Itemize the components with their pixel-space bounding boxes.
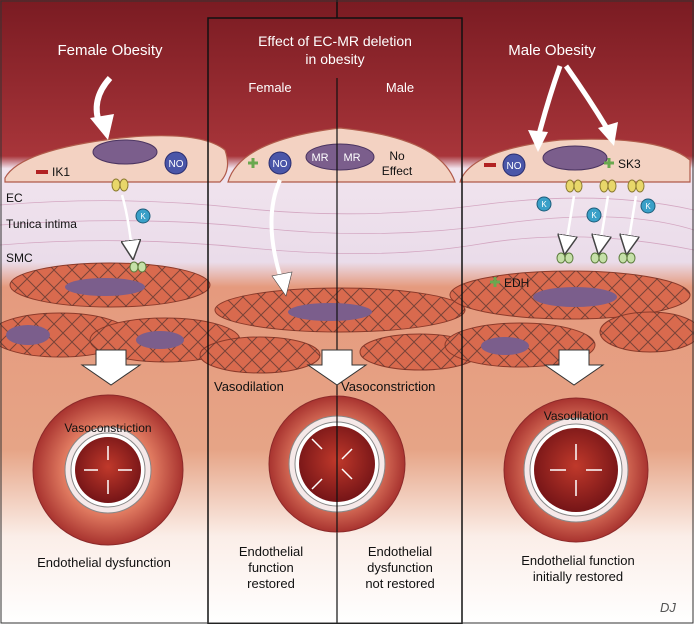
left-smc-label: SMC <box>6 251 33 265</box>
left-intima-label: Tunica intima <box>6 217 77 231</box>
middle-no-circle <box>268 151 292 175</box>
middle-male-outcome-line1: Endothelial <box>368 544 432 559</box>
left-minus-icon <box>36 170 48 174</box>
right-edh-plus-icon <box>490 277 500 287</box>
left-obesity-arrow-head <box>90 114 114 140</box>
right-k-arrows <box>566 195 636 245</box>
right-obesity-arrow-a-head <box>528 130 548 152</box>
right-k-icon-c <box>640 198 656 214</box>
middle-no-arrow <box>269 179 284 283</box>
left-no-label: NO <box>169 159 184 170</box>
right-k-icon-a <box>536 196 552 212</box>
middle-no-label: NO <box>273 159 288 170</box>
left-vessel-label: Vasoconstriction <box>64 421 151 435</box>
middle-female-outcome-line2: function <box>248 560 294 575</box>
middle-male-outcome-line2: dysfunction <box>367 560 433 575</box>
middle-vessel-arrows <box>311 438 353 490</box>
ec-nucleus-left <box>92 139 158 165</box>
right-down-arrow <box>543 349 605 386</box>
middle-male-outcome-line3: not restored <box>365 576 434 591</box>
right-smc-channels <box>556 252 636 264</box>
right-vessel-label: Vasodilation <box>544 409 609 423</box>
middle-vasoconstriction-label: Vasoconstriction <box>341 379 435 394</box>
right-k-label-a: K <box>541 200 547 209</box>
middle-heading-line2: in obesity <box>305 51 364 67</box>
right-sk3-label: SK3 <box>618 157 641 171</box>
right-edh-label: EDH <box>504 276 529 290</box>
ec-nucleus-right <box>542 145 608 171</box>
middle-mr-left: MR <box>311 152 328 164</box>
right-vessel <box>503 397 649 543</box>
right-outcome-line1: Endothelial function <box>521 553 634 568</box>
right-obesity-arrow-a <box>535 65 563 139</box>
left-smc-channel-a <box>129 261 139 273</box>
middle-no-arrow-head <box>271 271 293 297</box>
middle-no-effect-line1: No <box>389 149 405 163</box>
middle-female-outcome-line3: restored <box>247 576 295 591</box>
artist-signature: DJ <box>660 600 676 615</box>
right-minus-icon <box>484 163 496 167</box>
left-heading: Female Obesity <box>57 42 163 59</box>
right-k-icon-b <box>586 207 602 223</box>
middle-no-effect-line2: Effect <box>382 164 413 178</box>
middle-plus-icon <box>248 158 258 168</box>
middle-female-outcome-line1: Endothelial <box>239 544 303 559</box>
right-obesity-arrow-b-head <box>598 122 618 146</box>
middle-female-label: Female <box>248 80 291 95</box>
left-k-icon <box>135 208 151 224</box>
middle-male-label: Male <box>386 80 414 95</box>
right-ec-channels <box>565 179 645 193</box>
smc-layer-right <box>444 270 694 368</box>
ec-nucleus-middle <box>305 143 375 171</box>
left-outcome: Endothelial dysfunction <box>37 555 171 570</box>
left-k-arrow <box>120 194 132 250</box>
right-obesity-arrow-b <box>563 64 611 132</box>
middle-down-arrow <box>306 349 368 386</box>
left-ik1-label: IK1 <box>52 165 70 179</box>
left-smc-channel-b <box>137 261 147 273</box>
left-k-label: K <box>140 212 146 221</box>
middle-heading-line1: Effect of EC-MR deletion <box>258 33 412 49</box>
left-down-arrow <box>80 349 142 386</box>
left-vessel-arrows <box>84 446 132 494</box>
right-heading: Male Obesity <box>508 42 596 59</box>
left-ec-label: EC <box>6 191 23 205</box>
right-outcome-line2: initially restored <box>533 569 623 584</box>
right-no-label: NO <box>507 161 522 172</box>
left-vessel <box>32 394 184 546</box>
middle-vasodilation-label: Vasodilation <box>214 379 284 394</box>
right-no-circle <box>502 153 526 177</box>
right-k-label-c: K <box>645 202 651 211</box>
middle-mr-right: MR <box>343 152 360 164</box>
left-no-circle <box>164 151 188 175</box>
right-k-label-b: K <box>591 211 597 220</box>
left-channel-b <box>119 178 129 192</box>
right-vessel-arrows <box>550 444 602 496</box>
left-channel-a <box>111 178 121 192</box>
right-plus-icon <box>604 158 614 168</box>
smc-layer-middle <box>199 287 481 374</box>
